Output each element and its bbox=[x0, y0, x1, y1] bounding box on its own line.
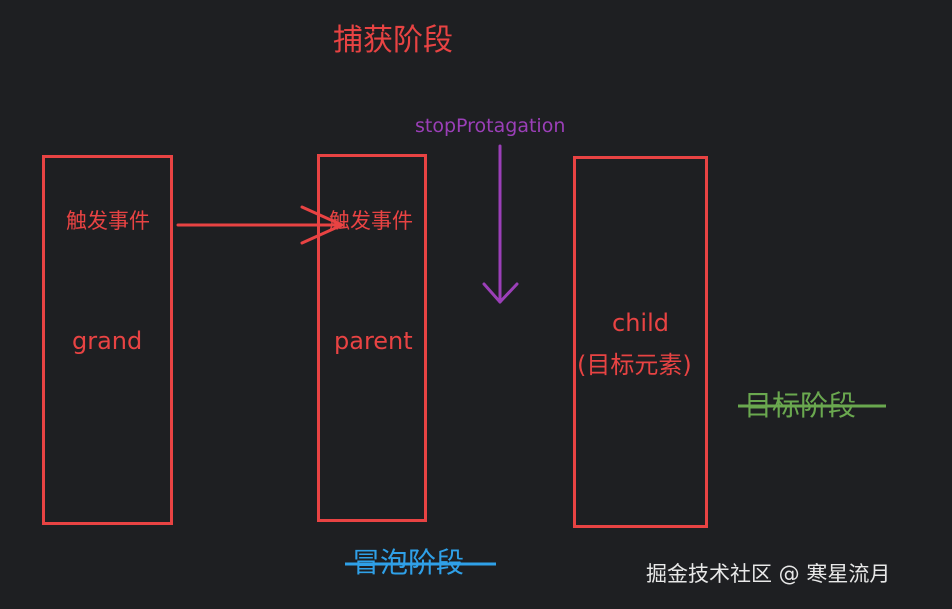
watermark-label: 掘金技术社区 @ 寒星流月 bbox=[646, 562, 891, 586]
stop-propagation-label: stopProtagation bbox=[415, 115, 566, 137]
grand-box bbox=[42, 155, 173, 525]
target-phase-label: 目标阶段 bbox=[744, 389, 857, 422]
parent-event-label: 触发事件 bbox=[329, 209, 413, 233]
parent-name-label: parent bbox=[334, 327, 413, 355]
stop-propagation-arrow bbox=[482, 144, 519, 304]
parent-box bbox=[317, 154, 427, 522]
grand-name-label: grand bbox=[72, 327, 143, 355]
child-name-label: child bbox=[612, 309, 669, 337]
child-note-label: (目标元素) bbox=[577, 351, 692, 379]
grand-event-label: 触发事件 bbox=[66, 209, 150, 233]
child-box bbox=[573, 156, 708, 528]
capture-phase-title: 捕获阶段 bbox=[333, 23, 453, 58]
bubble-phase-label: 冒泡阶段 bbox=[352, 546, 465, 579]
